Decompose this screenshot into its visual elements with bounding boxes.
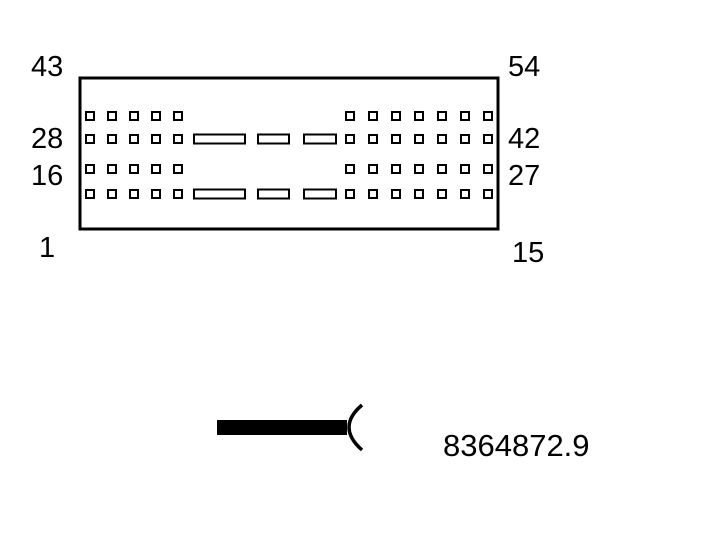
pin-label-43: 43 xyxy=(31,51,63,83)
pin-cavity xyxy=(173,164,183,174)
pin-cavity xyxy=(85,164,95,174)
pin-cavity xyxy=(414,134,424,144)
pin-cavity xyxy=(151,189,161,199)
pin-cavity xyxy=(151,164,161,174)
pin-cavity xyxy=(129,111,139,121)
pin-label-15: 15 xyxy=(512,237,544,269)
pin-label-27: 27 xyxy=(508,160,540,192)
pin-cavity xyxy=(460,164,470,174)
blade-slot xyxy=(303,133,337,145)
pin-cavity xyxy=(345,111,355,121)
pin-cavity xyxy=(391,111,401,121)
pin-cavity xyxy=(85,189,95,199)
pin-label-28: 28 xyxy=(31,123,63,155)
pin-cavity xyxy=(437,111,447,121)
blade-slot xyxy=(303,188,337,200)
pin-row-1-15 xyxy=(85,188,493,200)
pin-cavity xyxy=(368,134,378,144)
pin-cavity xyxy=(129,189,139,199)
blade-slot xyxy=(257,133,290,145)
pin-cavity xyxy=(368,111,378,121)
pin-cavity xyxy=(345,189,355,199)
pin-cavity xyxy=(414,189,424,199)
pin-cavity xyxy=(483,111,493,121)
pin-cavity xyxy=(391,164,401,174)
pin-row-16-27 xyxy=(85,164,493,174)
pin-cavity xyxy=(414,164,424,174)
pin-cavity xyxy=(414,111,424,121)
blade-slot xyxy=(193,133,246,145)
pin-cavity xyxy=(483,164,493,174)
pin-row-43-54 xyxy=(85,111,493,121)
pin-cavity xyxy=(173,111,183,121)
connector-symbol-icon xyxy=(217,403,364,452)
pin-cavity xyxy=(437,189,447,199)
pin-cavity xyxy=(151,134,161,144)
pin-label-16: 16 xyxy=(31,160,63,192)
blade-slot xyxy=(257,188,290,200)
pin-cavity xyxy=(107,189,117,199)
pin-cavity xyxy=(151,111,161,121)
connector-housing xyxy=(78,76,500,231)
pin-cavity xyxy=(173,189,183,199)
pin-label-54: 54 xyxy=(508,51,540,83)
pin-label-42: 42 xyxy=(508,123,540,155)
pin-cavity xyxy=(368,189,378,199)
pin-cavity xyxy=(460,189,470,199)
part-number: 8364872.9 xyxy=(443,428,590,463)
pin-cavity xyxy=(173,134,183,144)
pin-cavity xyxy=(437,164,447,174)
pin-cavity xyxy=(107,111,117,121)
pin-cavity xyxy=(483,134,493,144)
pin-cavity xyxy=(129,134,139,144)
blade-slot xyxy=(193,188,246,200)
pin-cavity xyxy=(345,164,355,174)
pin-cavity xyxy=(460,111,470,121)
pin-cavity xyxy=(345,134,355,144)
pin-label-1: 1 xyxy=(39,232,55,264)
pin-row-28-42 xyxy=(85,133,493,145)
pin-cavity xyxy=(368,164,378,174)
pin-cavity xyxy=(107,164,117,174)
pin-cavity xyxy=(85,134,95,144)
pin-cavity xyxy=(391,134,401,144)
pin-cavity xyxy=(391,189,401,199)
pin-cavity xyxy=(460,134,470,144)
pin-cavity xyxy=(483,189,493,199)
pin-cavity xyxy=(107,134,117,144)
pin-cavity xyxy=(129,164,139,174)
pin-cavity xyxy=(437,134,447,144)
pin-cavity xyxy=(85,111,95,121)
